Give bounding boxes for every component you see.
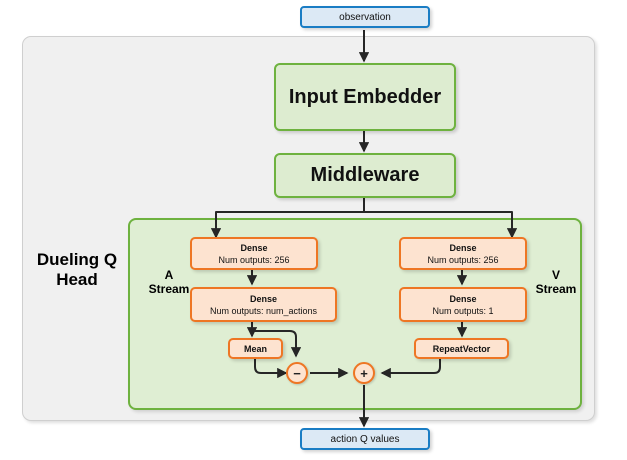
subtract-operator-node: − — [286, 362, 308, 384]
v-stream-dense-256-sub: Num outputs: 256 — [427, 254, 499, 265]
add-operator-symbol: + — [360, 365, 368, 381]
mean-label: Mean — [243, 343, 267, 354]
a-stream-dense-256-node: Dense Num outputs: 256 — [190, 237, 318, 270]
a-stream-dense-numactions-node: Dense Num outputs: num_actions — [190, 287, 337, 322]
input-embedder-node: Input Embedder — [274, 63, 456, 131]
v-stream-dense-256-node: Dense Num outputs: 256 — [399, 237, 527, 270]
middleware-node: Middleware — [274, 153, 456, 198]
v-stream-dense-1-title: Dense — [449, 293, 477, 304]
repeat-vector-label: RepeatVector — [432, 343, 491, 354]
a-stream-dense-256-sub: Num outputs: 256 — [218, 254, 290, 265]
v-stream-dense-1-sub: Num outputs: 1 — [432, 305, 494, 316]
middleware-label: Middleware — [310, 164, 420, 186]
a-stream-dense-numactions-title: Dense — [249, 293, 277, 304]
observation-input-node: observation — [300, 6, 430, 28]
a-stream-label-line2: Stream — [148, 282, 190, 297]
a-stream-dense-256-title: Dense — [240, 242, 268, 253]
a-stream-label: A Stream — [140, 268, 198, 296]
dueling-q-head-title-line1: Dueling Q Head — [36, 250, 118, 290]
a-stream-dense-numactions-sub: Num outputs: num_actions — [209, 305, 318, 316]
action-q-values-output-node: action Q values — [300, 428, 430, 450]
observation-label: observation — [339, 11, 391, 23]
repeat-vector-node: RepeatVector — [414, 338, 509, 359]
action-q-values-label: action Q values — [330, 433, 400, 445]
input-embedder-label: Input Embedder — [288, 85, 442, 108]
dueling-q-head-title: Dueling Q Head — [28, 250, 126, 290]
add-operator-node: + — [353, 362, 375, 384]
v-stream-dense-256-title: Dense — [449, 242, 477, 253]
mean-node: Mean — [228, 338, 283, 359]
v-stream-label-line2: Stream — [535, 282, 577, 297]
v-stream-label: V Stream — [527, 268, 585, 296]
v-stream-label-line1: V — [551, 268, 560, 282]
a-stream-label-line1: A — [164, 268, 174, 282]
subtract-operator-symbol: − — [293, 365, 301, 381]
v-stream-dense-1-node: Dense Num outputs: 1 — [399, 287, 527, 322]
